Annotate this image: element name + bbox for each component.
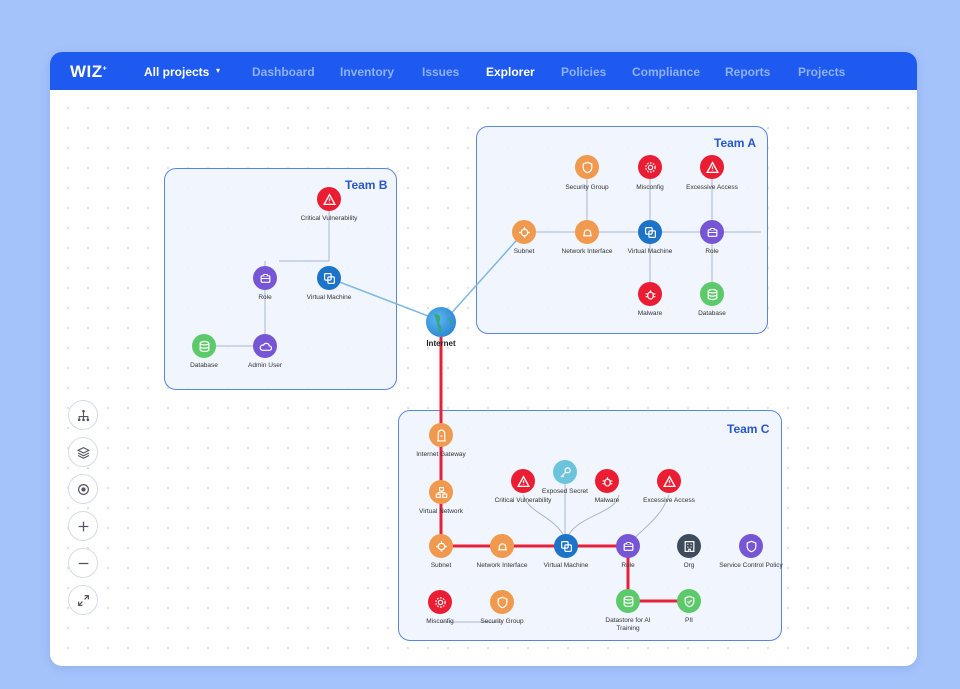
team-c-title: Team C: [727, 422, 770, 436]
security-group-label: Security Group: [565, 184, 609, 191]
project-selector[interactable]: All projects: [144, 65, 210, 79]
network-interface-label: Network Interface: [476, 562, 528, 569]
malware-icon[interactable]: [595, 469, 619, 493]
org-label: Org: [683, 562, 695, 569]
misconfig-label: Misconfig: [636, 184, 664, 191]
role-label: Role: [258, 294, 272, 301]
zoom-in-icon[interactable]: [68, 511, 98, 541]
database-label: Database: [190, 362, 218, 369]
virtual-machine-icon[interactable]: [638, 220, 662, 244]
role-label: Role: [621, 562, 635, 569]
graph-canvas[interactable]: Team B Team A Team C: [50, 90, 917, 666]
role-icon[interactable]: [253, 266, 277, 290]
virtual-machine-label: Virtual Machine: [543, 562, 589, 569]
focus-icon[interactable]: [68, 474, 98, 504]
expand-icon[interactable]: [68, 585, 98, 615]
team-b-title: Team B: [345, 178, 388, 192]
wiz-logo[interactable]: WIZ+: [70, 62, 108, 81]
virtual-machine-icon[interactable]: [317, 266, 341, 290]
malware-label: Malware: [637, 310, 663, 317]
virtual-machine-label: Virtual Machine: [627, 248, 673, 255]
internet-label: Internet: [426, 339, 456, 348]
shield-icon[interactable]: [739, 534, 763, 558]
database-icon[interactable]: [192, 334, 216, 358]
virtual-network-icon[interactable]: [429, 480, 453, 504]
database-label: Database: [698, 310, 726, 317]
misconfig-label: Misconfig: [426, 618, 454, 625]
role-label: Role: [705, 248, 719, 255]
app-window: WIZ+ All projects ▾ Dashboard Inventory …: [50, 52, 917, 666]
virtual-network-label: Virtual Network: [419, 508, 463, 515]
graph-edges: [204, 179, 761, 623]
key-icon[interactable]: [553, 460, 577, 484]
admin-user-icon[interactable]: [253, 334, 277, 358]
nav-inventory[interactable]: Inventory: [340, 65, 395, 79]
warning-icon[interactable]: [700, 155, 724, 179]
subnet-icon[interactable]: [512, 220, 536, 244]
team-c-panel: Team C: [398, 410, 782, 641]
critical-vulnerability-label: Critical Vulnerability: [300, 215, 358, 222]
exposed-secret-label: Exposed Secret: [542, 488, 588, 495]
database-icon[interactable]: [700, 282, 724, 306]
excessive-access-label: Excessive Access: [686, 184, 738, 191]
nav-projects[interactable]: Projects: [798, 65, 846, 79]
virtual-machine-label: Virtual Machine: [306, 294, 352, 301]
nav-compliance[interactable]: Compliance: [632, 65, 701, 79]
virtual-machine-icon[interactable]: [554, 534, 578, 558]
top-navigation-bar: WIZ+ All projects ▾ Dashboard Inventory …: [50, 52, 917, 90]
subnet-label: Subnet: [513, 248, 535, 255]
warning-icon[interactable]: [317, 187, 341, 211]
network-interface-icon[interactable]: [575, 220, 599, 244]
layers-icon[interactable]: [68, 437, 98, 467]
nav-dashboard[interactable]: Dashboard: [252, 65, 315, 79]
subnet-label: Subnet: [430, 562, 452, 569]
critical-vulnerability-label: Critical Vulnerability: [494, 497, 552, 504]
misconfig-icon[interactable]: [428, 590, 452, 614]
malware-label: Malware: [594, 497, 620, 504]
role-icon[interactable]: [700, 220, 724, 244]
team-a-title: Team A: [714, 136, 757, 150]
excessive-access-label: Excessive Access: [643, 497, 695, 504]
subnet-icon[interactable]: [429, 534, 453, 558]
malware-icon[interactable]: [638, 282, 662, 306]
network-interface-icon[interactable]: [490, 534, 514, 558]
warning-icon[interactable]: [511, 469, 535, 493]
nav-explorer[interactable]: Explorer: [486, 65, 535, 79]
network-interface-label: Network Interface: [561, 248, 613, 255]
security-group-icon[interactable]: [575, 155, 599, 179]
hierarchy-icon[interactable]: [68, 400, 98, 430]
datastore-icon[interactable]: [616, 589, 640, 613]
service-control-policy-label: Service Control Policy: [719, 562, 783, 569]
org-icon[interactable]: [677, 534, 701, 558]
admin-user-label: Admin User: [248, 362, 282, 369]
chevron-down-icon[interactable]: ▾: [216, 66, 221, 75]
internet-gateway-label: Internet Gateway: [416, 451, 466, 458]
nav-reports[interactable]: Reports: [725, 65, 771, 79]
normal-edges: [204, 179, 761, 623]
misconfig-icon[interactable]: [638, 155, 662, 179]
internet-edges: [328, 231, 525, 322]
pii-label: PII: [685, 617, 693, 624]
warning-icon[interactable]: [657, 469, 681, 493]
datastore-label: Datastore for AI Training: [605, 617, 651, 632]
security-group-icon[interactable]: [490, 590, 514, 614]
internet-gateway-icon[interactable]: [429, 423, 453, 447]
nav-issues[interactable]: Issues: [422, 65, 460, 79]
security-group-label: Security Group: [480, 618, 524, 625]
globe-icon[interactable]: [426, 307, 456, 337]
nav-policies[interactable]: Policies: [561, 65, 607, 79]
pii-icon[interactable]: [677, 589, 701, 613]
zoom-out-icon[interactable]: [68, 548, 98, 578]
role-icon[interactable]: [616, 534, 640, 558]
